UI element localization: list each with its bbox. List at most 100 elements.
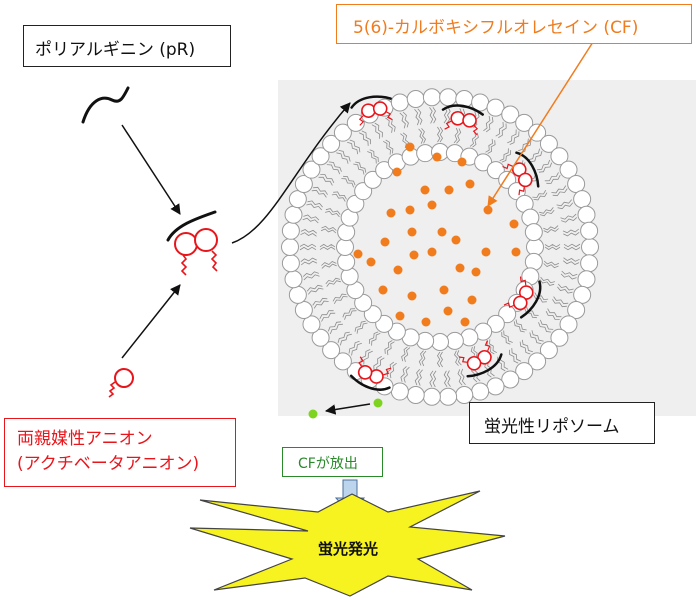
lipid-tail-icon [551,185,567,194]
lipid-tail-icon [414,369,420,386]
lipid-tail-icon [530,150,543,163]
lipid-tail-icon [544,246,561,251]
lipid-tail-icon [329,323,343,335]
lipid-tail-icon [371,124,381,139]
lipid-head-icon [311,147,330,166]
lipid-tail-icon [421,350,427,367]
lipid-tail-icon [299,246,317,251]
lipid-tail-icon [321,312,336,322]
arrow-cf-pointer [487,41,594,207]
lipid-tail-icon [543,228,559,233]
lipid-tail-icon [513,321,525,333]
lipid-head-icon [577,205,596,224]
lipid-tail-icon [325,277,341,285]
arrow-anion-to-complex [121,284,181,359]
lipid-tail-icon [307,287,324,295]
lipid-tail-icon [528,148,540,161]
lipid-tail-icon [539,207,554,214]
lipid-head-icon [539,341,558,360]
cf-release-label: CFが放出 [282,447,383,477]
lipid-tail-icon [546,175,561,184]
lipid-tail-icon [321,263,337,269]
lipid-head-icon [294,300,313,319]
released-cf-dot [308,409,318,419]
lipid-head-icon [486,98,505,117]
lipid-tail-icon [325,210,340,218]
lipid-head-icon [528,352,547,371]
lipid-tail-icon [544,172,559,182]
lipid-tail-icon [532,189,547,198]
lipid-tail-icon [402,111,409,128]
lipid-head-icon [390,93,409,112]
lipid-tail-icon [432,106,437,124]
lipid-tail-icon [561,270,578,277]
lipid-head-icon [284,270,303,289]
lipid-tail-icon [303,274,320,281]
lipid-tail-icon [319,243,336,248]
lipid-tail-icon [417,369,423,386]
lipid-tail-icon [534,292,549,301]
lipid-tail-icon [325,208,341,215]
cf-dot [380,237,390,247]
cf-dot [386,208,396,218]
lipid-head-icon [439,88,458,107]
amphiphilic-anion-label-line1: 両親媒性アニオン [17,429,153,449]
arrow-pr-to-complex [121,124,181,215]
cf-dot [509,219,519,229]
lipid-tail-icon [497,356,506,372]
lipid-tail-icon [518,138,529,152]
lipid-tail-icon [421,128,426,144]
cf-dot [393,265,403,275]
lipid-tail-icon [313,186,328,195]
membrane-complex-icon [502,151,540,196]
amphiphilic-anion-icon [108,368,134,398]
lipid-head-icon [573,285,592,304]
lipid-head-icon [515,362,534,381]
lipid-tail-icon [337,331,350,344]
lipid-tail-icon [531,330,544,342]
lipid-tail-icon [552,188,568,197]
lipid-head-icon [333,352,352,371]
lipid-head-icon [577,270,596,289]
lipid-tail-icon [351,342,362,356]
lipid-tail-icon [332,293,347,302]
lipid-tail-icon [472,132,479,148]
lipid-tail-icon [371,333,381,346]
lipid-tail-icon [302,217,319,224]
cf-dot [437,227,447,237]
lipid-tail-icon [560,273,577,280]
lipid-tail-icon [333,191,347,200]
lipid-tail-icon [553,296,569,305]
lipid-tail-icon [418,350,424,366]
emission-burst-icon [189,490,506,597]
lipid-tail-icon [331,193,346,202]
lipid-head-icon [406,386,425,405]
lipid-head-icon [288,190,307,209]
cf-dot [421,317,431,327]
released-cf-dot [373,398,383,408]
lipid-head-icon [284,205,303,224]
lipid-head-icon [573,190,592,209]
lipid-head-icon [322,341,341,360]
lipid-tail-icon [538,322,552,333]
lipid-tail-icon [338,150,351,162]
lipid-tail-icon [562,228,580,234]
lipid-tail-icon [300,257,317,263]
lipid-tail-icon [368,331,379,344]
lipid-tail-icon [320,174,335,183]
lipid-tail-icon [524,308,537,319]
lipid-tail-icon [343,175,356,186]
lipid-head-icon [281,238,299,256]
lipid-tail-icon [547,308,562,318]
cf-dot [427,200,437,210]
lipid-tail-icon [307,200,323,208]
lipid-tail-icon [367,151,377,164]
lipid-bilayer [281,88,599,406]
cf-dot [465,179,475,189]
lipid-head-icon [422,88,441,107]
cf-dot [392,167,402,177]
polyarginine-chain-icon [81,86,130,124]
lipid-tail-icon [561,217,578,223]
lipid-tail-icon [501,331,511,345]
lipid-head-icon [501,370,520,389]
